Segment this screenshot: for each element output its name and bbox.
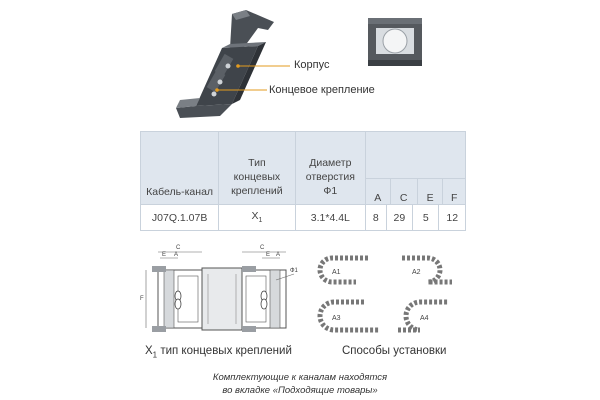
header-f: F — [442, 178, 465, 204]
accessories-note-line1: Комплектующие к каналам находятся — [212, 372, 388, 383]
header-a: A — [366, 178, 391, 204]
header-dimensions-group: A C E F — [365, 131, 466, 205]
mount-type-caption: X1 тип концевых креплений — [145, 345, 292, 360]
header-mount-type: Тип концевых креплений — [218, 131, 296, 205]
header-hole-diameter: Диаметр отверстия Ф1 — [294, 131, 367, 205]
cell-model: J07Q.1.07B — [139, 204, 220, 231]
drawing-label-e-right: E — [266, 252, 270, 258]
header-e: E — [417, 178, 444, 204]
drawing-label-f: F — [140, 296, 144, 302]
end-mount-callout-label: Концевое крепление — [269, 84, 375, 96]
callout-leaders — [215, 64, 290, 92]
header-c: C — [390, 178, 418, 204]
cell-mount-type: X1 — [218, 204, 296, 231]
end-mount-drawing: C E A C E A F Ф1 — [140, 245, 299, 332]
header-cable-channel: Кабель-канал — [139, 131, 220, 205]
cell-c: 29 — [385, 204, 414, 231]
cable-chain-illustration — [176, 10, 274, 118]
body-callout-label: Корпус — [294, 59, 330, 71]
install-label-a4: A4 — [420, 315, 429, 322]
drawing-label-a-right: A — [276, 252, 280, 258]
drawing-label-c-right: C — [260, 245, 265, 251]
drawing-label-e: E — [162, 252, 166, 258]
cell-hole-diameter: 3.1*4.4L — [294, 204, 367, 231]
accessories-note-line2: во вкладке «Подходящие товары» — [222, 385, 378, 396]
drawing-label-phi: Ф1 — [290, 268, 299, 274]
cell-f: 12 — [438, 204, 466, 231]
install-label-a1: A1 — [332, 269, 341, 276]
drawing-label-a: A — [174, 252, 178, 258]
installation-methods-drawing: A1 A2 A3 A4 — [317, 255, 452, 333]
cell-a: 8 — [365, 204, 387, 231]
cross-section-illustration — [362, 14, 428, 70]
cell-e: 5 — [412, 204, 440, 231]
drawing-label-c: C — [176, 245, 181, 251]
install-label-a3: A3 — [332, 315, 341, 322]
installation-caption: Способы установки — [342, 345, 447, 357]
spec-table: Кабель-канал Тип концевых креплений Диам… — [139, 131, 466, 231]
install-label-a2: A2 — [412, 269, 421, 276]
